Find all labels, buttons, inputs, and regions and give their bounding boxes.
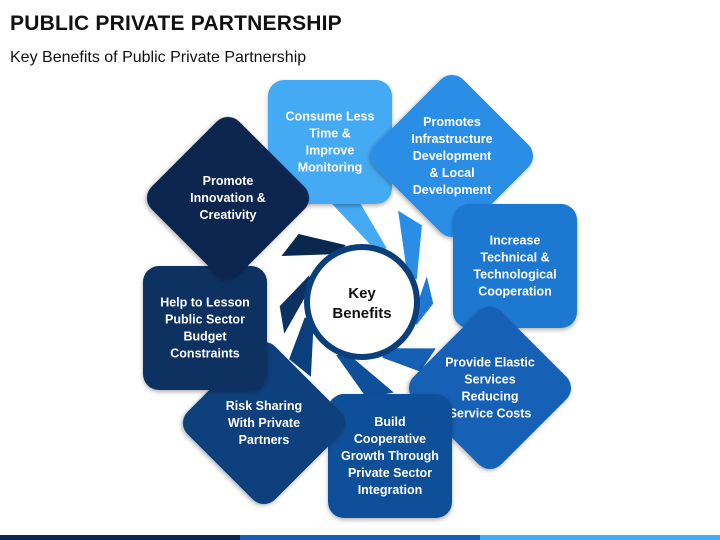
connector-ribbon bbox=[336, 353, 394, 398]
benefit-label-line: Build bbox=[374, 415, 405, 429]
benefit-label-line: Partners bbox=[239, 433, 290, 447]
benefit-label-line: Cooperative bbox=[354, 432, 426, 446]
benefit-label-line: Provide Elastic bbox=[445, 356, 535, 370]
benefit-shape bbox=[370, 74, 534, 238]
connector-ribbon bbox=[398, 210, 422, 280]
benefit-label-line: Integration bbox=[358, 483, 423, 497]
connector-ribbon bbox=[279, 275, 312, 334]
benefit-shape bbox=[143, 266, 267, 390]
connector-ribbon bbox=[289, 317, 314, 377]
benefit-label-line: Promote bbox=[203, 174, 254, 188]
page-title: PUBLIC PRIVATE PARTNERSHIP bbox=[10, 12, 342, 35]
benefit-label-line: Monitoring bbox=[298, 161, 363, 175]
benefit-label-line: Time & bbox=[309, 127, 350, 141]
benefit-label-line: Public Sector bbox=[165, 313, 245, 327]
connector-ribbons bbox=[279, 192, 436, 398]
benefit-label-line: Technical & bbox=[480, 251, 549, 265]
benefit-label-line: & Local bbox=[429, 166, 474, 180]
benefit-label-line: Consume Less bbox=[286, 110, 375, 124]
page-subtitle: Key Benefits of Public Private Partnersh… bbox=[10, 49, 307, 66]
benefit-label-line: Infrastructure bbox=[411, 132, 492, 146]
benefit-label-line: Promotes bbox=[423, 115, 481, 129]
benefit-label-line: Growth Through bbox=[341, 449, 439, 463]
hub-circle bbox=[310, 250, 414, 354]
benefit-shape bbox=[146, 116, 310, 280]
bottom-bar-segment bbox=[0, 535, 240, 540]
benefit-label-line: Help to Lesson bbox=[160, 296, 250, 310]
benefit-shape bbox=[268, 80, 392, 204]
hub-label-line: Benefits bbox=[332, 305, 391, 322]
benefit-label-line: Services bbox=[464, 373, 515, 387]
benefit-label-line: Private Sector bbox=[348, 466, 432, 480]
benefit-label-line: With Private bbox=[228, 416, 300, 430]
benefit-label-line: Creativity bbox=[200, 208, 257, 222]
benefit-shape bbox=[453, 204, 577, 328]
benefit-label-line: Development bbox=[413, 149, 492, 163]
bottom-accent-bar bbox=[0, 535, 720, 540]
bottom-bar-segment bbox=[480, 535, 720, 540]
benefit-label-line: Technological bbox=[473, 268, 556, 282]
benefit-label-line: Budget bbox=[183, 330, 227, 344]
connector-ribbon bbox=[326, 192, 387, 251]
benefit-label-line: Constraints bbox=[170, 347, 240, 361]
benefit-label-line: Service Costs bbox=[449, 407, 532, 421]
benefit-label-line: Improve bbox=[306, 144, 355, 158]
hub-label-line: Key bbox=[348, 285, 376, 302]
benefit-shape bbox=[328, 394, 452, 518]
connector-ribbon bbox=[281, 233, 346, 257]
connector-ribbon bbox=[382, 348, 436, 372]
benefit-label-line: Development bbox=[413, 183, 492, 197]
benefit-label-line: Increase bbox=[490, 234, 541, 248]
benefit-label-line: Reducing bbox=[462, 390, 519, 404]
benefit-label-line: Cooperation bbox=[478, 285, 552, 299]
benefit-label-line: Innovation & bbox=[190, 191, 266, 205]
benefit-label-line: Risk Sharing bbox=[226, 399, 302, 413]
bottom-bar-segment bbox=[240, 535, 480, 540]
